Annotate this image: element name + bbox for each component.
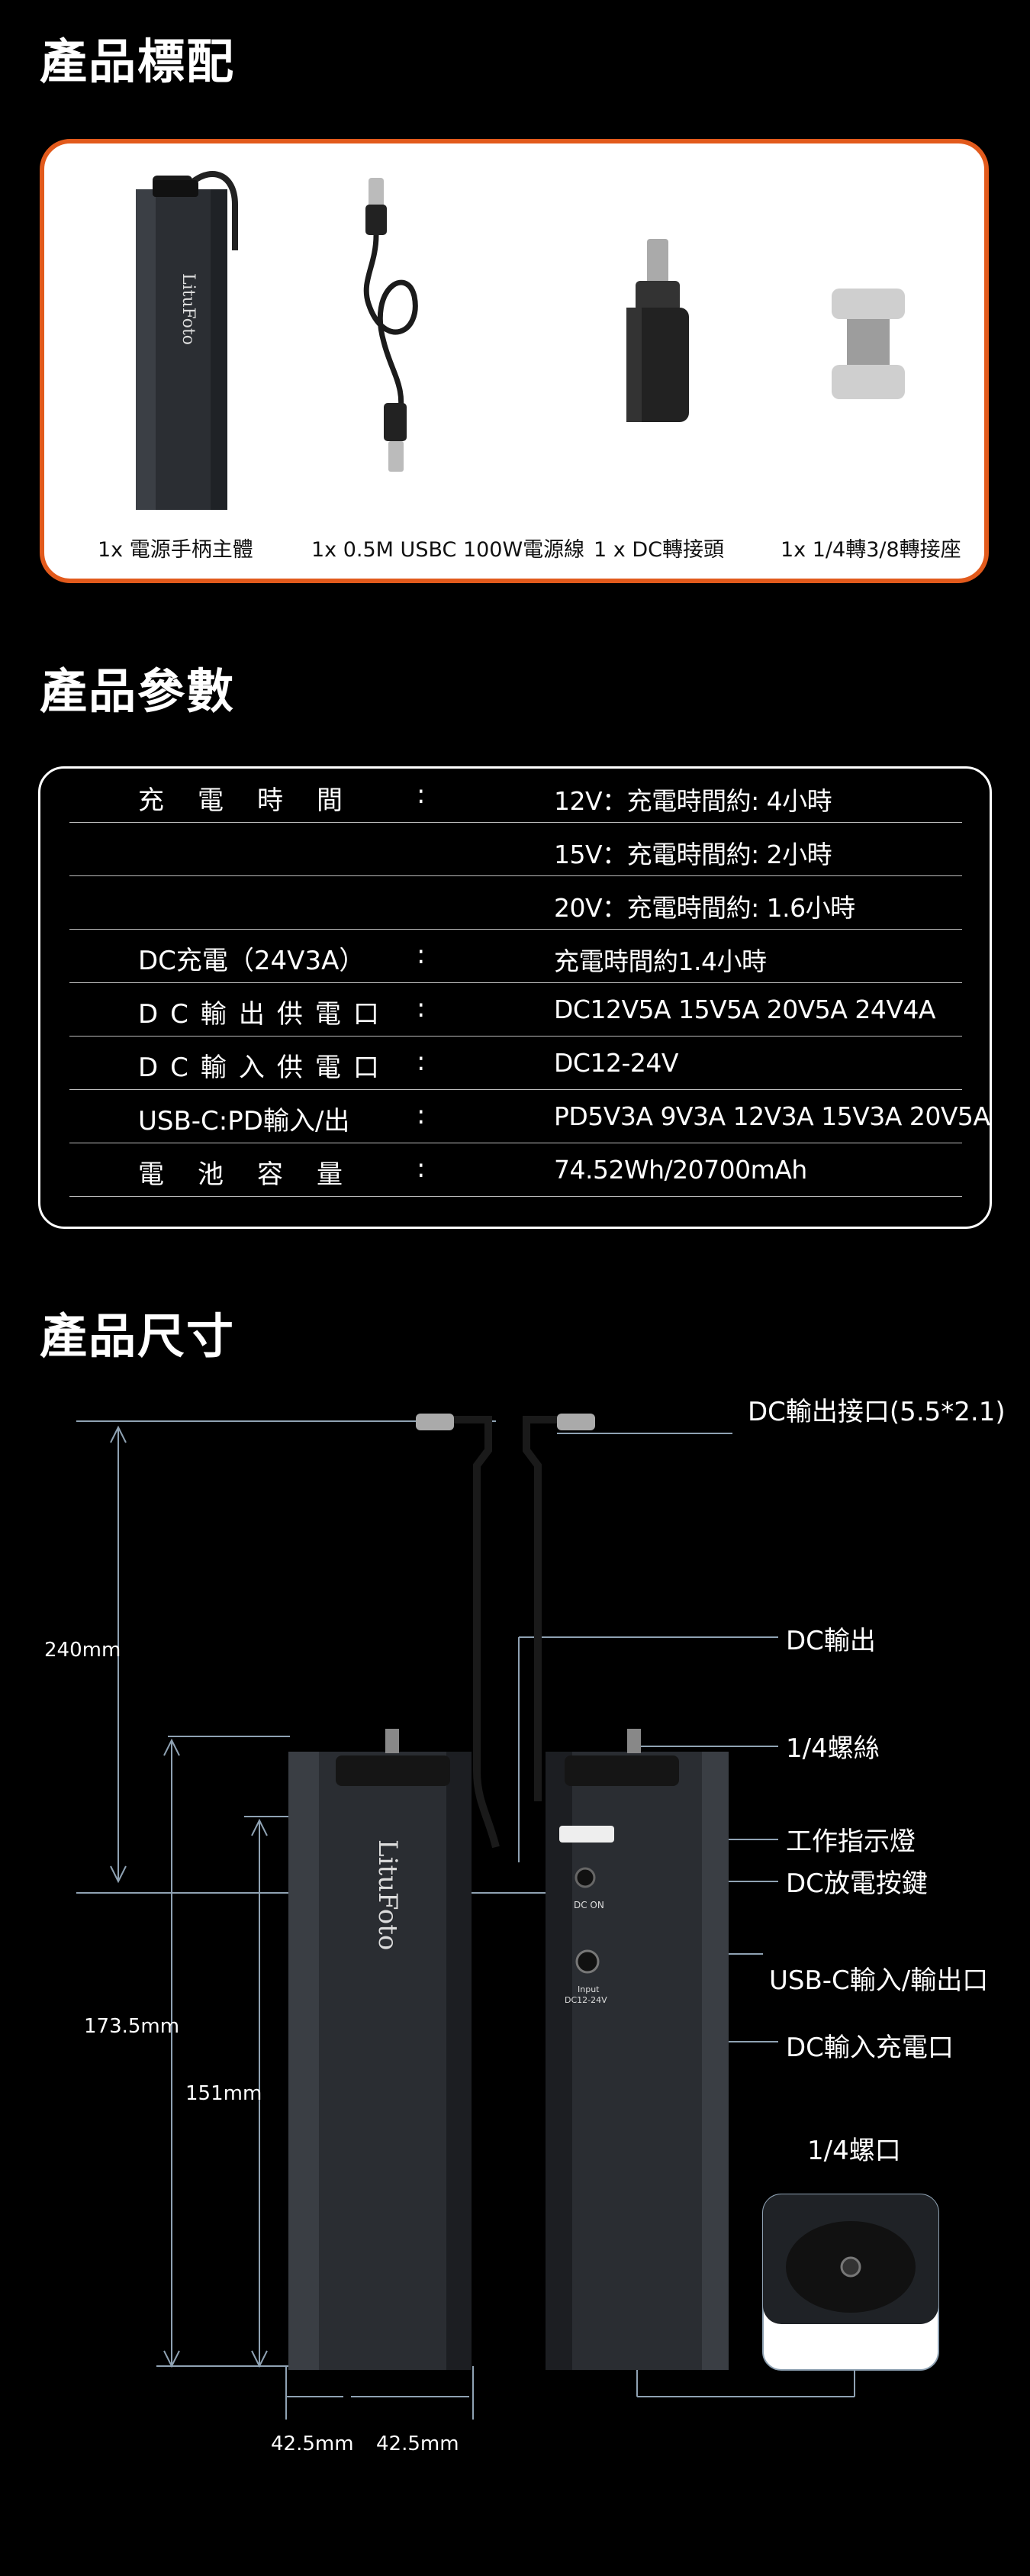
- callout-dc-button: DC放電按鍵: [786, 1868, 928, 1899]
- device-right-image: DC ON Input DC12-24V: [546, 1729, 729, 2370]
- spec-row: DC充電（24V3A） : 充電時間約1.4小時: [69, 929, 962, 983]
- callout-dc-out: DC輸出: [786, 1626, 876, 1656]
- dimension-diagram: LituFoto DC ON Input DC12-24V: [76, 1414, 939, 2420]
- spec-value: DC12V5A 15V5A 20V5A 24V4A: [554, 995, 935, 1024]
- device-brand-text: LituFoto: [372, 1839, 403, 1950]
- spec-label: DC充電（24V3A）: [138, 946, 365, 976]
- dc-adapter-image: [626, 239, 689, 422]
- callout-dc-in: DC輸入充電口: [786, 2033, 954, 2063]
- spec-colon: :: [417, 940, 426, 970]
- screw-hole-inset: [762, 2194, 939, 2371]
- spec-label: USB-C:PD輸入/出: [138, 1106, 350, 1136]
- callout-screw-hole: 1/4螺口: [807, 2136, 901, 2166]
- input-text: Input: [578, 1984, 600, 1994]
- spec-colon: :: [417, 993, 426, 1024]
- device-left-image: LituFoto: [288, 1729, 472, 2370]
- spec-row: 15V：充電時間約: 2小時: [69, 822, 962, 876]
- spec-label: DC輸出供電口: [138, 999, 391, 1030]
- spec-row: DC輸入供電口 : DC12-24V: [69, 1036, 962, 1090]
- spec-label: 電池容量: [138, 1159, 376, 1190]
- dc-on-text: DC ON: [574, 1900, 604, 1910]
- spec-value: 12V：充電時間約: 4小時: [554, 786, 832, 816]
- brand-text: LituFoto: [179, 273, 198, 345]
- spec-value: 充電時間約1.4小時: [554, 946, 767, 976]
- spec-colon: :: [417, 1046, 426, 1077]
- spec-colon: :: [417, 779, 426, 810]
- item-label-spigot: 1x 1/4轉3/8轉接座: [781, 538, 961, 562]
- dim-width-b: 42.5mm: [376, 2433, 459, 2455]
- size-title: 產品尺寸: [40, 1308, 236, 1364]
- spec-row: USB-C:PD輸入/出 : PD5V3A 9V3A 12V3A 15V3A 2…: [69, 1089, 990, 1143]
- contents-title: 產品標配: [40, 34, 236, 89]
- spec-value: 74.52Wh/20700mAh: [554, 1155, 807, 1185]
- spec-row: DC輸出供電口 : DC12V5A 15V5A 20V5A 24V4A: [69, 982, 962, 1037]
- spec-row: 充電時間 : 12V：充電時間約: 4小時: [69, 769, 962, 823]
- callout-usbc: USB-C輸入/輸出口: [769, 1965, 989, 1996]
- spec-value: PD5V3A 9V3A 12V3A 15V3A 20V5A: [554, 1101, 990, 1131]
- spigot-image: [832, 289, 905, 399]
- callout-screw: 1/4螺絲: [786, 1733, 880, 1764]
- contents-card: LituFoto 1x 電源手柄主體 1x 0.5M USBC 100W電源線 …: [40, 139, 989, 583]
- spec-row: 20V：充電時間約: 1.6小時: [69, 875, 962, 930]
- dim-height-total: 240mm: [44, 1639, 121, 1662]
- item-label-cable: 1x 0.5M USBC 100W電源線: [311, 538, 585, 562]
- item-label-handle: 1x 電源手柄主體: [98, 538, 253, 562]
- params-title: 產品參數: [40, 663, 236, 719]
- spec-value: DC12-24V: [554, 1048, 678, 1078]
- cable-image: [363, 178, 418, 472]
- callout-indicator: 工作指示燈: [786, 1826, 916, 1857]
- dim-height-inner: 151mm: [185, 2082, 262, 2105]
- spec-colon: :: [417, 1100, 426, 1130]
- spec-value: 20V：充電時間約: 1.6小時: [554, 893, 855, 923]
- spec-row: 電池容量 : 74.52Wh/20700mAh: [69, 1143, 962, 1197]
- input-v-text: DC12-24V: [565, 1995, 607, 2005]
- dim-width-a: 42.5mm: [271, 2433, 354, 2455]
- dim-height-body: 173.5mm: [84, 2015, 180, 2038]
- handle-image: LituFoto: [136, 171, 238, 510]
- callout-dc-out-port: DC輸出接口(5.5*2.1): [748, 1397, 1006, 1427]
- spec-label: DC輸入供電口: [138, 1053, 391, 1083]
- spec-value: 15V：充電時間約: 2小時: [554, 840, 832, 869]
- spec-colon: :: [417, 1153, 426, 1184]
- item-label-dc-adapter: 1 x DC轉接頭: [594, 538, 724, 562]
- spec-label: 充電時間: [138, 785, 376, 816]
- spec-table: 充電時間 : 12V：充電時間約: 4小時 15V：充電時間約: 2小時 20V…: [38, 766, 992, 1229]
